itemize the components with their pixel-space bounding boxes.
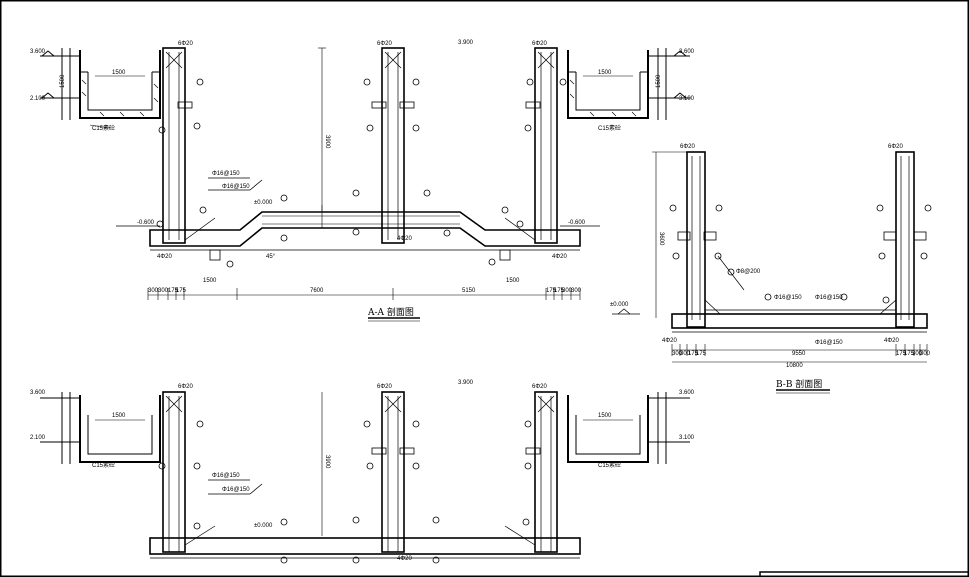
lower-left-trench: [40, 392, 161, 464]
low-concrete-r: C15素砼: [598, 461, 621, 469]
aa-caption: A-A 剖面图: [367, 306, 414, 318]
aa-ridge-elev: 3.900: [458, 40, 474, 46]
bb-bottom-rebar-l: 4Φ20: [662, 338, 677, 344]
aa-top-elev-right: 3.600: [679, 49, 695, 55]
aa-dim-11: 300: [571, 288, 582, 294]
aa-dim-6: 5150: [462, 288, 476, 294]
low-trench-w: 1500: [112, 413, 126, 419]
low-ridge-elev: 3.900: [458, 380, 474, 386]
bb-bar-2: Φ16@150: [815, 295, 843, 301]
aa-rebar-top-a: 6Φ20: [178, 41, 193, 47]
low-note-1: Φ16@150: [212, 473, 240, 479]
aa-rebar-bottom-c: 4Φ20: [552, 254, 567, 260]
slab-aa: [149, 211, 581, 247]
low-top-elev-right: 3.600: [679, 390, 695, 396]
aa-zero-elev: ±0.000: [254, 200, 273, 206]
aa-rebar-top-c: 6Φ20: [532, 41, 547, 47]
dim-line-aa: [147, 288, 581, 300]
aa-dim-1: 300: [158, 288, 169, 294]
aa-low-elev-left: 2.100: [30, 96, 46, 102]
section-lower: [40, 391, 690, 564]
aa-trench-h: 1500: [60, 74, 66, 88]
bb-zero-elev: ±0.000: [610, 302, 629, 308]
low-rebar-bottom-b: 4Φ20: [397, 556, 412, 562]
aa-trench-w-r: 1500: [598, 70, 612, 76]
bb-dim-7: 300: [920, 351, 931, 357]
walls-aa: [162, 47, 558, 244]
low-top-elev-left: 3.600: [30, 390, 46, 396]
aa-low-elev-right: 3.100: [679, 96, 695, 102]
bb-dim-2: 175: [688, 351, 699, 357]
bb-top-rebar-r: 6Φ20: [888, 144, 903, 150]
bb-caption: B-B 剖面图: [776, 378, 822, 390]
aa-trench-h-r: 1500: [656, 74, 662, 88]
aa-dim-8: 175: [546, 288, 557, 294]
bb-dim-0: 300: [672, 351, 683, 357]
aa-rebar-bottom-b: 4Φ20: [397, 236, 412, 242]
labels: 3.600 3.600 3.900 2.100 3.100 -0.600 -0.…: [30, 40, 931, 562]
aa-concrete-r: C15素砼: [598, 124, 621, 132]
bb-dim-4: 175: [896, 351, 907, 357]
bb-dim-3: 175: [696, 351, 707, 357]
low-trench-w-r: 1500: [598, 413, 612, 419]
aa-rebar-bottom-a: 4Φ20: [157, 254, 172, 260]
bb-bar-1: Φ16@150: [774, 295, 802, 301]
aa-slope: 45°: [266, 254, 276, 260]
aa-dim-7: 1500: [506, 278, 520, 284]
aa-floor-elev-left: -0.600: [137, 220, 155, 226]
bb-bottom-rebar-r: 4Φ20: [884, 338, 899, 344]
bb-bar-4: Φ8@200: [736, 269, 761, 275]
low-note-2: Φ16@150: [222, 487, 250, 493]
low-rebar-top-c: 6Φ20: [532, 384, 547, 390]
section-aa: [40, 47, 690, 322]
low-wall-height: 3900: [324, 455, 330, 469]
low-zero-elev: ±0.000: [254, 523, 273, 529]
bb-dim-1: 300: [680, 351, 691, 357]
section-bb: [612, 151, 932, 394]
wall-rebar-aa: [165, 51, 555, 240]
title-block-edge: [759, 571, 969, 577]
bb-height: 3600: [658, 232, 664, 246]
aa-rebar-top-b: 6Φ20: [377, 41, 392, 47]
aa-note-2: Φ16@150: [222, 184, 250, 190]
aa-trench-w: 1500: [112, 70, 126, 76]
right-trench: [567, 48, 690, 120]
low-low-elev-right: 3.100: [679, 435, 695, 441]
left-trench: [40, 48, 161, 129]
low-concrete: C15素砼: [92, 461, 115, 469]
bb-dim-5: 175: [904, 351, 915, 357]
bb-bar-3: Φ16@150: [815, 340, 843, 346]
aa-dim-5: 7600: [310, 288, 324, 294]
aa-dim-9: 175: [554, 288, 565, 294]
low-low-elev-left: 2.100: [30, 435, 46, 441]
aa-dim-2: 175: [168, 288, 179, 294]
bb-dim-6: 300: [912, 351, 923, 357]
bb-top-rebar-l: 6Φ20: [680, 144, 695, 150]
low-rebar-top-b: 6Φ20: [377, 384, 392, 390]
aa-dim-4: 1500: [203, 278, 217, 284]
low-rebar-top-a: 6Φ20: [178, 384, 193, 390]
aa-dim-3: 175: [176, 288, 187, 294]
aa-floor-elev-right: -0.600: [568, 220, 586, 226]
aa-top-elev-left: 3.600: [30, 49, 46, 55]
aa-note-1: Φ16@150: [212, 171, 240, 177]
markers-aa: [156, 78, 567, 268]
aa-dim-10: 300: [562, 288, 573, 294]
aa-dim-0: 300: [148, 288, 159, 294]
aa-concrete: C15素砼: [92, 124, 115, 132]
bb-inner: 9550: [792, 351, 806, 357]
lower-right-trench: [567, 392, 690, 464]
bb-overall: 10800: [786, 363, 803, 369]
aa-wall-height: 3900: [324, 135, 330, 149]
